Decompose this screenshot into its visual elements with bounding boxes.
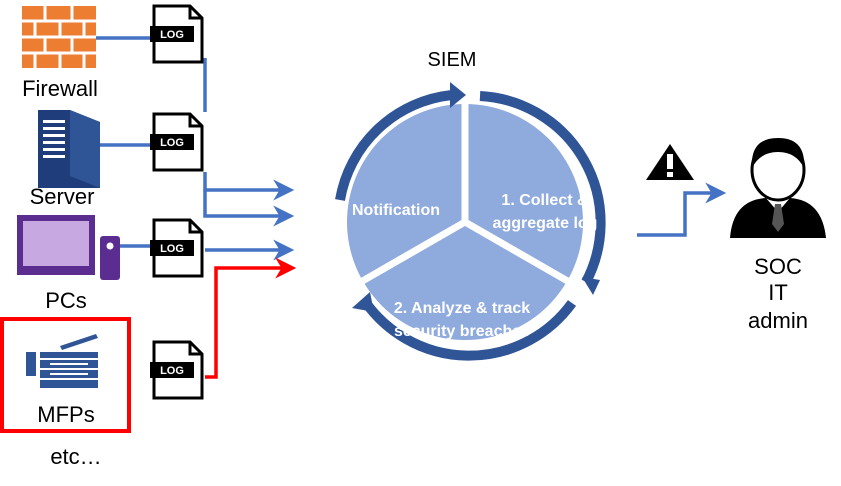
log-label: LOG xyxy=(160,243,184,255)
mfp-highlight-box xyxy=(0,317,131,433)
step-collect-line1: 1. Collect & xyxy=(501,192,589,209)
admin-label-line3: admin xyxy=(748,308,808,333)
server-label: Server xyxy=(30,184,95,209)
step-collect-line2: aggregate log xyxy=(493,215,598,232)
server-icon xyxy=(38,110,100,188)
log-label: LOG xyxy=(160,365,184,377)
siem-cycle xyxy=(335,82,606,361)
cycle-arrowhead xyxy=(352,292,374,312)
pcs-label: PCs xyxy=(45,288,87,313)
cycle-arrowhead xyxy=(582,277,600,295)
pc-icon xyxy=(17,215,120,280)
etc-label: etc… xyxy=(50,444,101,469)
log-document-icon: LOG xyxy=(148,218,204,278)
log-document-icon: LOG xyxy=(148,112,204,172)
mfps-label: MFPs xyxy=(37,402,94,427)
mfp-icon xyxy=(26,334,98,388)
log-document-icon: LOG xyxy=(148,340,204,400)
mfp-connector xyxy=(205,257,297,379)
firewall-icon xyxy=(22,6,96,68)
step-analyze-line2: security breaches xyxy=(394,323,530,340)
admin-label-line1: SOC xyxy=(754,254,802,279)
warning-icon xyxy=(646,144,694,180)
siem-title: SIEM xyxy=(428,49,477,71)
admin-person-icon xyxy=(730,138,826,238)
cycle-arrowhead xyxy=(450,82,466,108)
admin-label-line2: IT xyxy=(768,280,788,305)
connector-lines xyxy=(96,36,727,261)
log-label: LOG xyxy=(160,137,184,149)
log-document-icon: LOG xyxy=(148,4,204,64)
log-label: LOG xyxy=(160,29,184,41)
step-notification: Notification xyxy=(352,202,440,219)
firewall-label: Firewall xyxy=(22,76,98,101)
step-analyze-line1: 2. Analyze & track xyxy=(394,300,530,317)
